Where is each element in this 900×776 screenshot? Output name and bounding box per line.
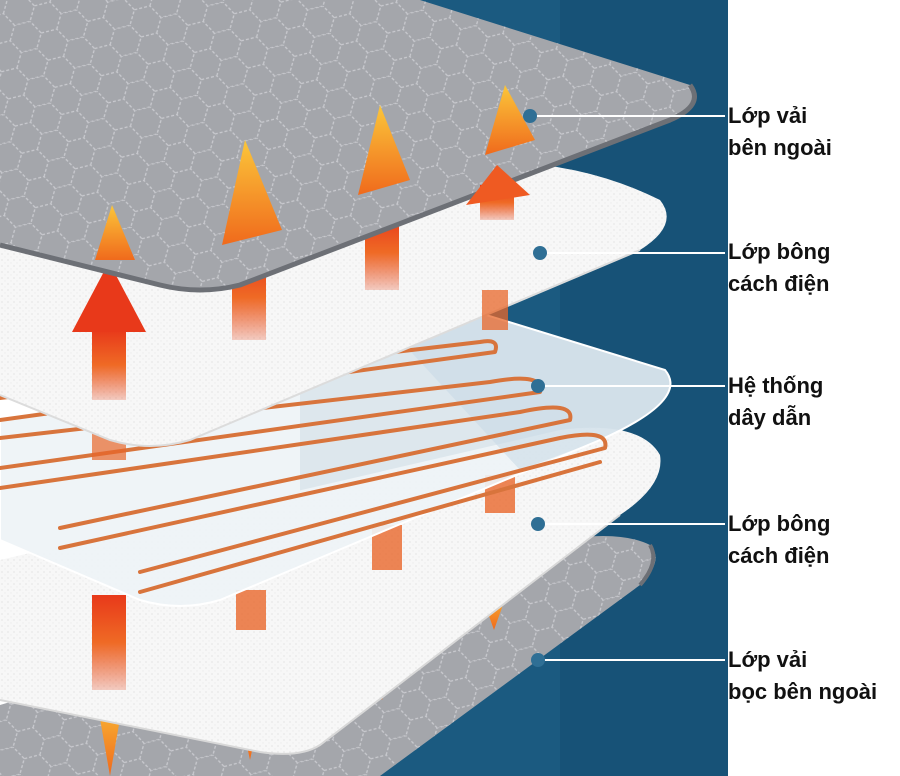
top-fabric-layer	[0, 0, 697, 293]
label-insulation-bottom: Lớp bông cách điện	[728, 508, 900, 572]
label-line: Hệ thống	[728, 373, 824, 398]
label-line: Lớp vải	[728, 103, 808, 128]
label-insulation-top: Lớp bông cách điện	[728, 236, 900, 300]
label-outer-fabric-top: Lớp vải bên ngoài	[728, 100, 900, 164]
label-line: bọc bên ngoài	[728, 679, 878, 704]
heat-arrows-top	[95, 85, 535, 260]
label-line: Lớp bông	[728, 511, 831, 536]
marker-dot	[533, 246, 547, 260]
leader-lines	[523, 109, 725, 667]
heat-arrow-left	[72, 262, 146, 400]
marker-dot	[531, 653, 545, 667]
label-line: Lớp vải	[728, 647, 808, 672]
heating-wire	[0, 339, 608, 594]
label-line: Lớp bông	[728, 239, 831, 264]
marker-dot	[531, 379, 545, 393]
label-line: cách điện	[728, 543, 830, 568]
marker-dot	[523, 109, 537, 123]
label-line: dây dẫn	[728, 405, 812, 430]
marker-dot	[531, 517, 545, 531]
label-wire-system: Hệ thống dây dẫn	[728, 370, 900, 434]
insulation-bottom-layer	[0, 427, 661, 755]
label-line: cách điện	[728, 271, 830, 296]
label-outer-fabric-bottom: Lớp vải bọc bên ngoài	[728, 644, 900, 708]
label-line: bên ngoài	[728, 135, 832, 160]
